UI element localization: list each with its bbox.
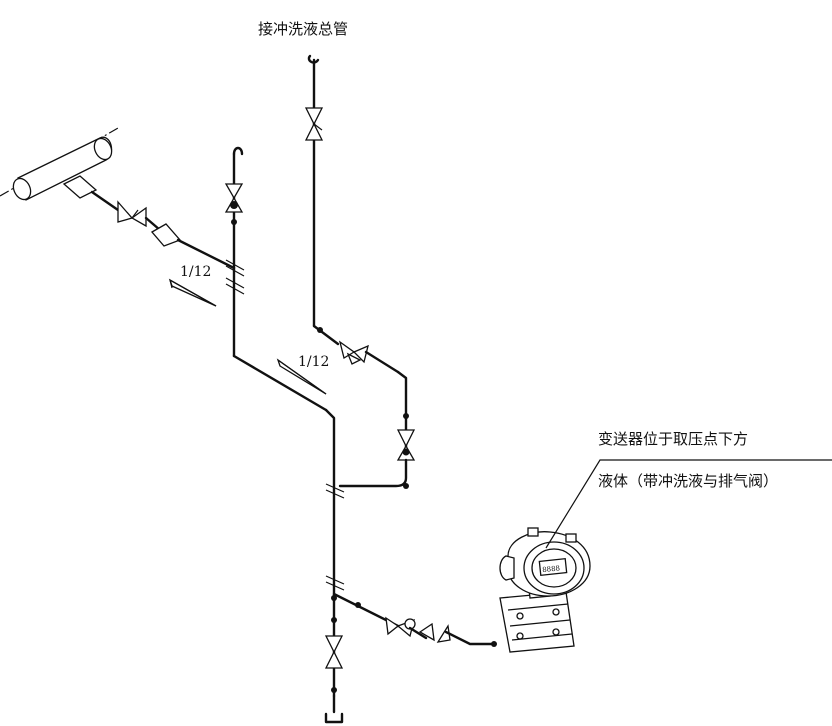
flush-line (304, 54, 416, 489)
flush-valve-icon (304, 107, 324, 126)
drain-valve-icon (324, 635, 344, 654)
flush-lower-valve-icon (396, 429, 416, 448)
transmitter-valve-icon (385, 616, 400, 636)
main-downcomer (324, 408, 345, 724)
note-line-2: 液体（带冲洗液与排气阀） (598, 472, 778, 490)
slope-label-1: 1/12 (180, 264, 211, 280)
impulse-line-upper (90, 190, 236, 270)
transmitter-branch (332, 592, 497, 647)
root-valve-icon (117, 200, 147, 228)
diagonal-run (232, 354, 328, 412)
slope-label-2: 1/12 (298, 354, 329, 370)
vent-branch (224, 146, 245, 358)
process-pipe (0, 127, 119, 201)
slope-indicator-2: 1/12 (276, 354, 329, 395)
slope-indicator-1: 1/12 (168, 264, 217, 307)
annotation: 变送器位于取压点下方 液体（带冲洗液与排气阀） (545, 430, 832, 549)
transmitter-display: 8888 (542, 564, 561, 574)
pressure-transmitter-icon: 8888 (499, 527, 591, 653)
flush-header-label: 接冲洗液总管 (258, 20, 348, 38)
note-line-1: 变送器位于取压点下方 (598, 430, 748, 448)
